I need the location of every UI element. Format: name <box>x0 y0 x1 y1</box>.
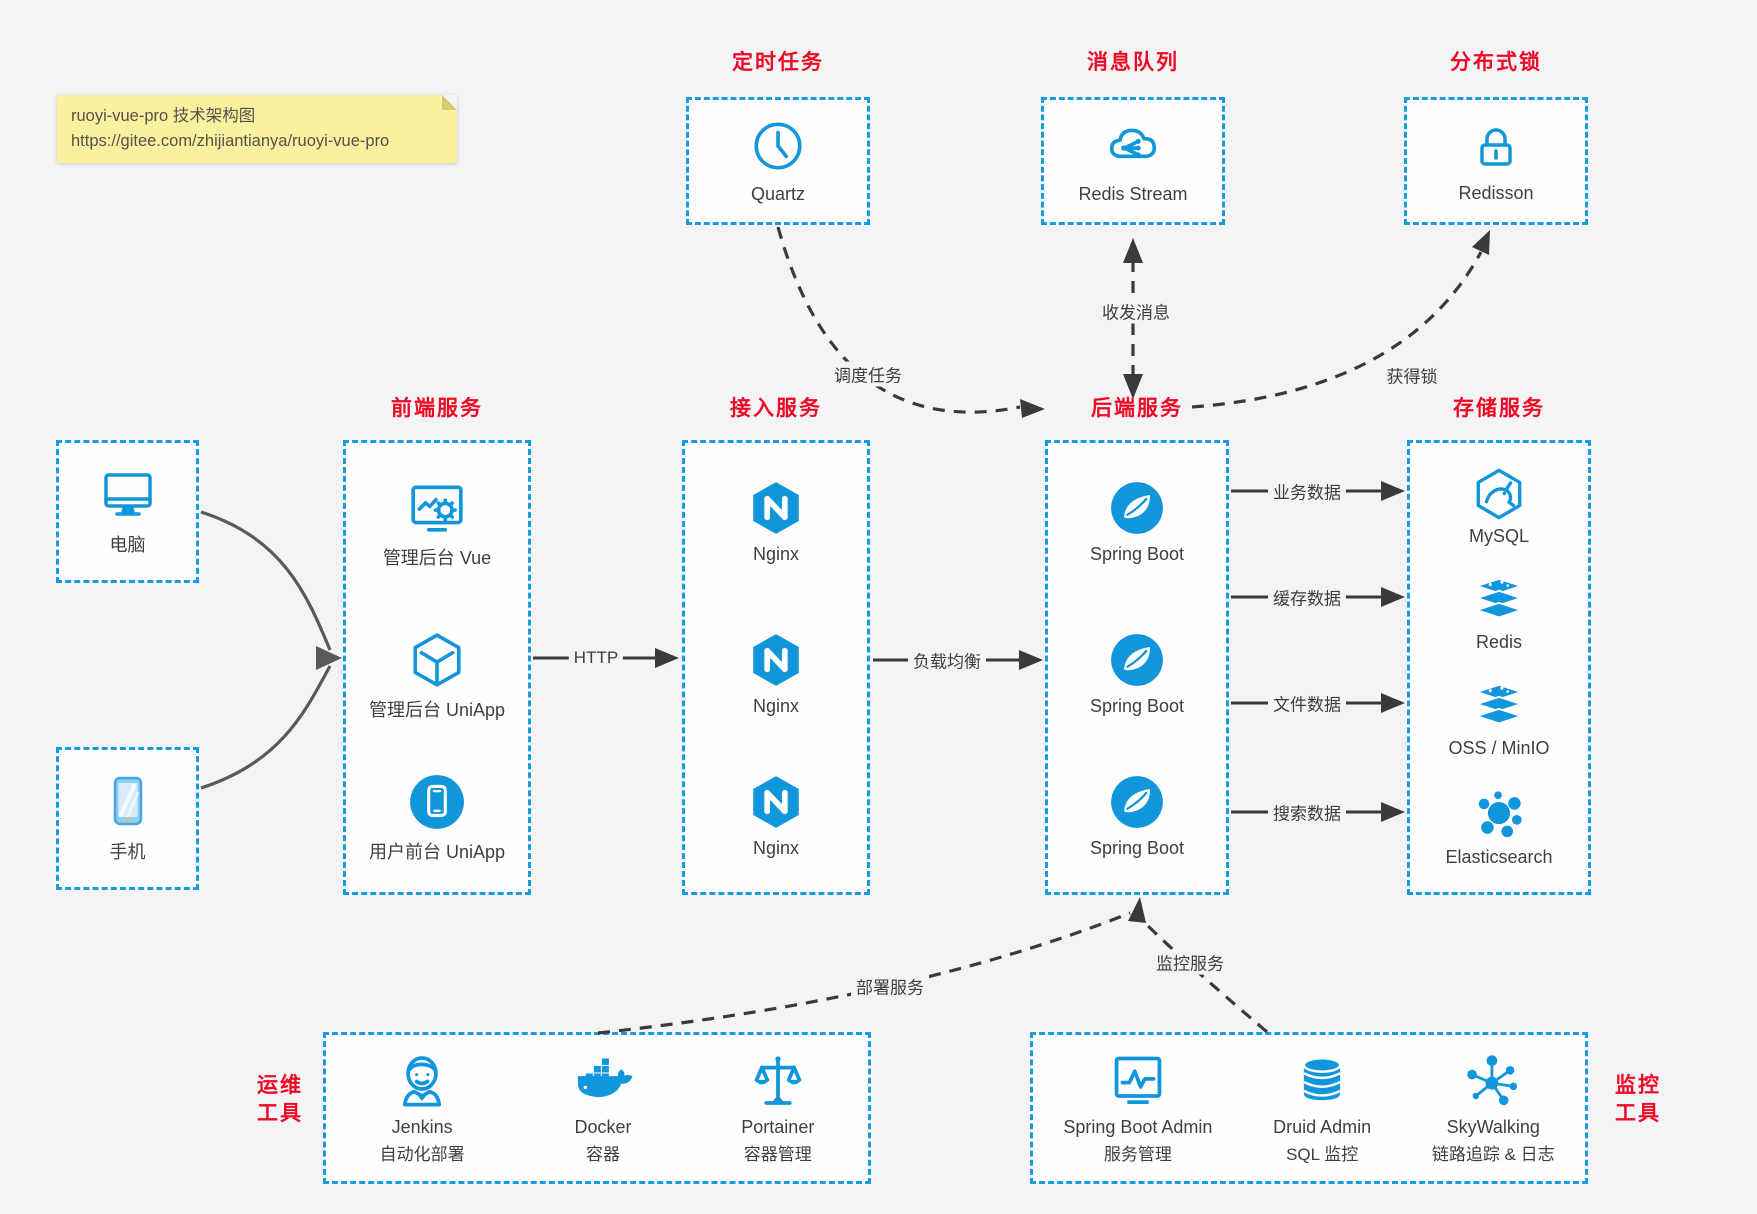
tool-item-jenkins: Jenkins 自动化部署 <box>380 1051 465 1165</box>
gateway-title: 接入服务 <box>730 397 822 420</box>
edge-label-cache-data: 缓存数据 <box>1268 584 1346 610</box>
ops-title-line1: 运维 <box>257 1074 303 1097</box>
storage-item-label: OSS / MinIO <box>1448 738 1550 758</box>
edge-label-schedule: 调度任务 <box>829 361 907 387</box>
storage-item-label: Elasticsearch <box>1445 847 1553 867</box>
storage-item-label: Redis <box>1475 632 1523 652</box>
storage-title: 存储服务 <box>1453 397 1545 420</box>
cloud-mq-icon <box>1109 128 1157 159</box>
ops-tools-box: Jenkins 自动化部署 Docker 容器 <box>323 1032 871 1184</box>
tool-name: Spring Boot Admin <box>1063 1117 1213 1137</box>
portainer-scales-icon <box>754 1056 802 1105</box>
gateway-item-label: Nginx <box>752 544 800 564</box>
lock-box: Redisson <box>1404 97 1588 225</box>
nginx-icon <box>753 482 799 534</box>
gateway-box: Nginx Nginx Nginx <box>682 440 870 895</box>
edge-label-search-data: 搜索数据 <box>1268 799 1346 825</box>
admin-vue-icon <box>411 485 463 532</box>
tool-name: SkyWalking <box>1446 1117 1540 1137</box>
tool-desc: 容器 <box>585 1145 620 1164</box>
mq-item: Redis Stream <box>1078 184 1188 204</box>
monitor-tools-box: Spring Boot Admin 服务管理 Druid Admin SQL 监… <box>1030 1032 1588 1184</box>
ops-tools-title: 运维 工具 <box>240 1072 320 1128</box>
backend-item-label: Spring Boot <box>1089 696 1185 716</box>
phone-label: 手机 <box>109 842 146 862</box>
oss-minio-stack-icon <box>1473 683 1525 725</box>
storage-box: MySQL Redis OSS / Mi <box>1407 440 1591 895</box>
tool-desc: 容器管理 <box>743 1145 812 1164</box>
monitor-title-line2: 工具 <box>1615 1102 1661 1125</box>
spring-leaf-icon <box>1111 776 1163 828</box>
lock-title: 分布式锁 <box>1450 51 1542 74</box>
mysql-icon <box>1476 468 1522 520</box>
scheduled-task-title: 定时任务 <box>732 51 824 74</box>
computer-icon <box>103 473 152 516</box>
elasticsearch-icon <box>1478 791 1522 838</box>
edge-label-file-data: 文件数据 <box>1268 690 1346 716</box>
gateway-item-label: Nginx <box>752 838 800 858</box>
backend-title: 后端服务 <box>1091 397 1183 420</box>
lock-icon <box>1480 128 1512 166</box>
edge-label-business-data: 业务数据 <box>1268 478 1346 504</box>
uniapp-cube-icon <box>413 633 461 687</box>
frontend-item-label: 管理后台 UniApp <box>368 700 506 720</box>
skywalking-icon <box>1467 1055 1518 1106</box>
edge-label-monitor: 监控服务 <box>1151 949 1229 975</box>
tool-desc: 自动化部署 <box>379 1145 465 1164</box>
nginx-icon <box>753 776 799 828</box>
note-title: ruoyi-vue-pro 技术架构图 <box>71 107 256 125</box>
docker-whale-icon <box>577 1058 633 1098</box>
tool-item-spring-boot-admin: Spring Boot Admin 服务管理 <box>1063 1051 1212 1165</box>
frontend-box: 管理后台 Vue 管理后台 UniApp 用户前台 UniApp <box>343 440 531 895</box>
backend-item-label: Spring Boot <box>1089 838 1185 858</box>
tool-item-skywalking: SkyWalking 链路追踪 & 日志 <box>1432 1051 1555 1165</box>
note-url: https://gitee.com/zhijiantianya/ruoyi-vu… <box>71 132 390 150</box>
frontend-item-label: 用户前台 UniApp <box>368 842 506 862</box>
tool-desc: 链路追踪 & 日志 <box>1431 1145 1555 1164</box>
druid-db-icon <box>1302 1056 1342 1101</box>
scheduled-task-item: Quartz <box>750 184 806 204</box>
spring-leaf-icon <box>1111 634 1163 686</box>
monitor-tools-title: 监控 工具 <box>1598 1072 1678 1128</box>
jenkins-icon <box>403 1056 442 1107</box>
tool-item-docker: Docker 容器 <box>572 1051 634 1165</box>
redis-stack-icon <box>1473 577 1525 619</box>
edge-label-message: 收发消息 <box>1097 298 1175 324</box>
storage-item-label: MySQL <box>1468 526 1529 546</box>
computer-box: 电脑 <box>56 440 199 583</box>
tool-name: Portainer <box>741 1117 815 1137</box>
clock-icon <box>754 122 802 170</box>
frontend-title: 前端服务 <box>391 397 483 420</box>
scheduled-task-box: Quartz <box>686 97 870 225</box>
sticky-note: ruoyi-vue-pro 技术架构图 https://gitee.com/zh… <box>57 95 457 163</box>
edge-label-deploy: 部署服务 <box>851 973 929 999</box>
phone-box: 手机 <box>56 747 199 890</box>
backend-box: Spring Boot Spring Boot Spring Boot <box>1045 440 1229 895</box>
edge-label-http: HTTP <box>568 648 624 668</box>
sba-monitor-icon <box>1114 1056 1162 1105</box>
lock-item: Redisson <box>1458 183 1534 203</box>
nginx-icon <box>753 634 799 686</box>
phone-icon <box>113 776 142 826</box>
user-app-icon <box>410 775 464 829</box>
tool-item-portainer: Portainer 容器管理 <box>741 1051 814 1165</box>
edge-label-acquire-lock: 获得锁 <box>1386 367 1438 387</box>
frontend-item-label: 管理后台 Vue <box>382 548 492 568</box>
mq-box: Redis Stream <box>1041 97 1225 225</box>
backend-item-label: Spring Boot <box>1089 544 1185 564</box>
ops-title-line2: 工具 <box>257 1102 303 1125</box>
tool-item-druid: Druid Admin SQL 监控 <box>1273 1051 1371 1165</box>
tool-name: Docker <box>574 1117 632 1137</box>
spring-leaf-icon <box>1111 482 1163 534</box>
tool-name: Druid Admin <box>1273 1117 1372 1137</box>
tool-desc: SQL 监控 <box>1286 1145 1359 1164</box>
gateway-item-label: Nginx <box>752 696 800 716</box>
mq-title: 消息队列 <box>1087 51 1179 74</box>
tool-name: Jenkins <box>391 1117 453 1137</box>
computer-label: 电脑 <box>109 535 146 555</box>
monitor-title-line1: 监控 <box>1615 1074 1661 1097</box>
tool-desc: 服务管理 <box>1103 1145 1172 1164</box>
edge-label-load-balance: 负载均衡 <box>908 647 986 673</box>
